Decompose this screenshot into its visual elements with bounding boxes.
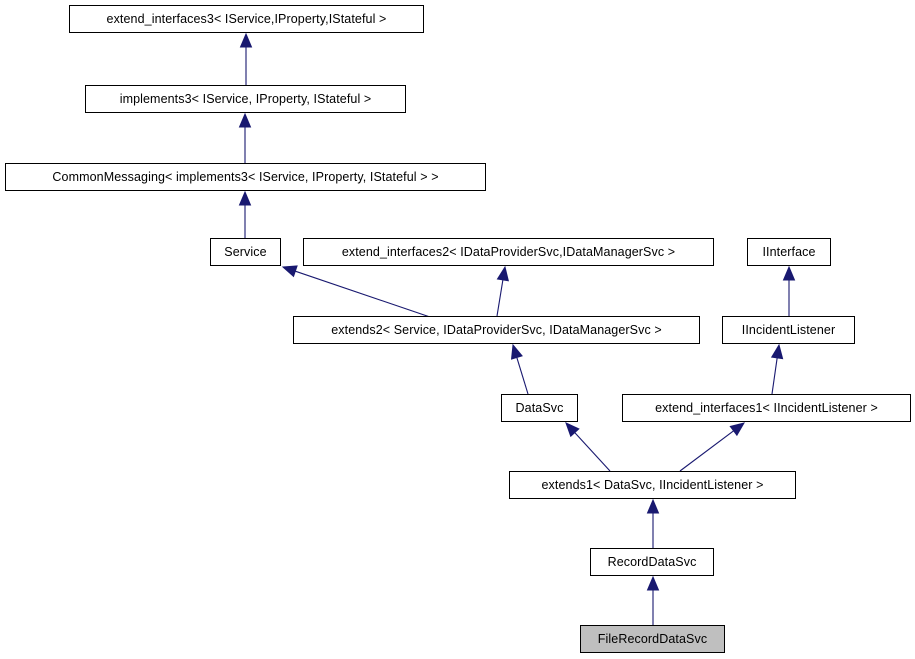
inheritance-edge: [239, 32, 253, 85]
inheritance-edge: [238, 190, 252, 238]
class-node-label: CommonMessaging< implements3< IService, …: [52, 169, 439, 184]
arrowhead-icon: [729, 422, 746, 437]
arrowhead-icon: [238, 190, 252, 206]
arrowhead-icon: [496, 265, 509, 282]
inheritance-edge: [565, 422, 611, 472]
inheritance-edge: [510, 343, 529, 395]
class-node-label: Service: [224, 244, 267, 259]
class-node-label: IInterface: [762, 244, 816, 259]
arrowhead-icon: [565, 422, 580, 438]
class-node-label: extends1< DataSvc, IIncidentListener >: [541, 477, 764, 492]
arrowhead-icon: [239, 32, 253, 48]
class-node-datasvc[interactable]: DataSvc: [501, 394, 578, 422]
class-node-label: IIncidentListener: [741, 322, 836, 337]
arrowhead-icon: [770, 343, 784, 360]
inheritance-edge: [679, 422, 746, 472]
class-node-label: implements3< IService, IProperty, IState…: [119, 91, 372, 106]
inheritance-edge: [646, 575, 660, 625]
inheritance-edge: [782, 265, 796, 316]
class-node-implements3[interactable]: implements3< IService, IProperty, IState…: [85, 85, 406, 113]
arrowhead-icon: [646, 575, 660, 591]
class-node-extends2[interactable]: extends2< Service, IDataProviderSvc, IDa…: [293, 316, 700, 344]
class-node-label: FileRecordDataSvc: [597, 631, 708, 646]
class-node-extend_interfaces1[interactable]: extend_interfaces1< IIncidentListener >: [622, 394, 911, 422]
arrowhead-icon: [510, 343, 523, 360]
arrowhead-icon: [782, 265, 796, 281]
class-node-extend_interfaces2[interactable]: extend_interfaces2< IDataProviderSvc,IDa…: [303, 238, 714, 266]
class-node-recorddatasvc[interactable]: RecordDataSvc: [590, 548, 714, 576]
arrowhead-icon: [238, 112, 252, 128]
class-node-label: DataSvc: [515, 400, 564, 415]
class-node-label: RecordDataSvc: [607, 554, 697, 569]
class-node-label: extend_interfaces3< IService,IProperty,I…: [106, 11, 387, 26]
class-node-extend_interfaces3[interactable]: extend_interfaces3< IService,IProperty,I…: [69, 5, 424, 33]
class-node-service[interactable]: Service: [210, 238, 281, 266]
arrowhead-icon: [646, 498, 660, 514]
class-node-extends1[interactable]: extends1< DataSvc, IIncidentListener >: [509, 471, 796, 499]
inheritance-edge: [646, 498, 660, 548]
inheritance-edge: [281, 265, 431, 318]
class-node-commonmessaging[interactable]: CommonMessaging< implements3< IService, …: [5, 163, 486, 191]
class-node-label: extend_interfaces1< IIncidentListener >: [655, 400, 878, 415]
arrowhead-icon: [281, 265, 298, 278]
class-node-label: extend_interfaces2< IDataProviderSvc,IDa…: [341, 244, 676, 259]
class-node-iincidentlistener[interactable]: IIncidentListener: [722, 316, 855, 344]
inheritance-edge: [496, 265, 509, 317]
inheritance-edge: [770, 343, 784, 395]
class-node-iinterface[interactable]: IInterface: [747, 238, 831, 266]
inheritance-edge: [238, 112, 252, 163]
class-node-label: extends2< Service, IDataProviderSvc, IDa…: [331, 322, 662, 337]
class-node-filerecorddatasvc[interactable]: FileRecordDataSvc: [580, 625, 725, 653]
